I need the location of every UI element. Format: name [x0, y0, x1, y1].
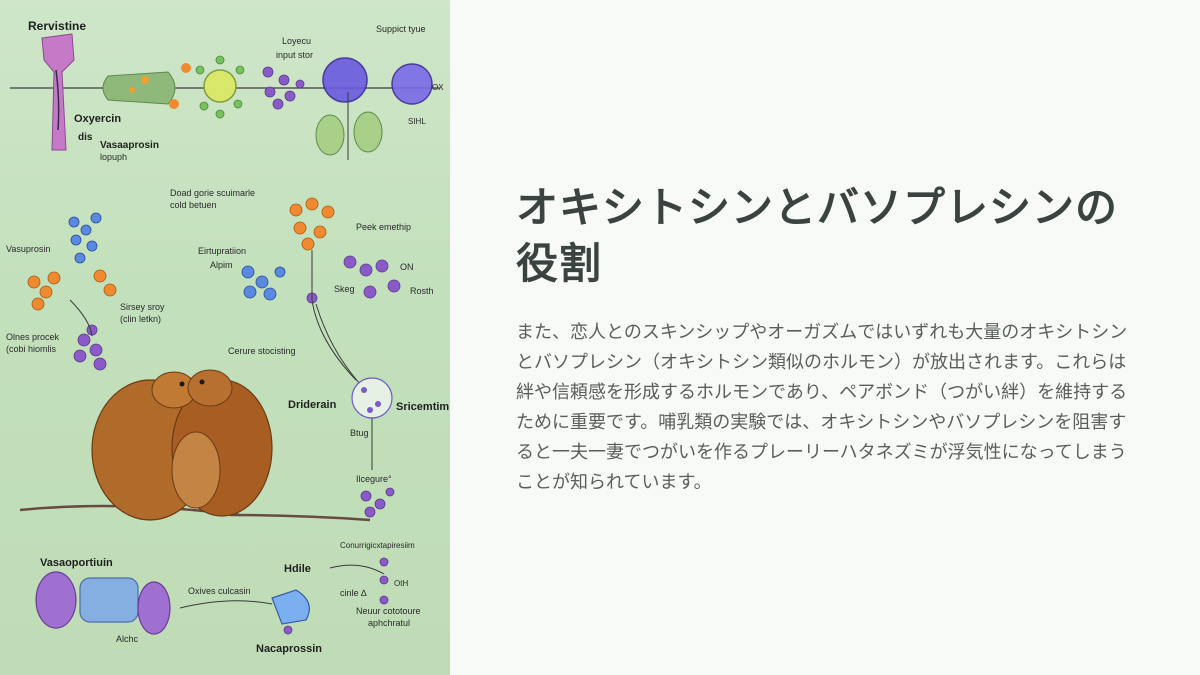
- label-neuur: Neuur cototoure: [356, 606, 421, 616]
- purple-cluster-low: [360, 487, 395, 518]
- label-sricemtim: Sricemtim: [396, 401, 449, 413]
- blue-vesicle: [271, 589, 310, 625]
- label-vasuprosin: Vasuprosin: [6, 244, 50, 254]
- purple-dots-bottom: [283, 557, 389, 635]
- label-btug: Btug: [350, 428, 369, 438]
- label-cobi: (cobi hiomlis: [6, 344, 57, 354]
- label-input-stor: input stor: [276, 50, 313, 60]
- purple-cell-bottom: [137, 581, 171, 635]
- label-doad: Doad gorie scuimarle: [170, 188, 255, 198]
- label-nacaprossin: Nacaprossin: [256, 643, 322, 655]
- green-molecules: [195, 55, 245, 119]
- purple-cell-bottom: [35, 571, 77, 629]
- label-vasaoportiuin: Vasaoportiuin: [40, 557, 113, 569]
- label-olnes: Olnes procek: [6, 332, 60, 342]
- orange-molecule: [181, 63, 191, 73]
- slide-body-text: また、恋人とのスキンシップやオーガズムではいずれも大量のオキシトシンとバソプレシ…: [516, 322, 1128, 493]
- label-eirtupratiion: Eirtupratiion: [198, 246, 246, 256]
- receptor-cell-2: [391, 63, 433, 105]
- label-cerure: Cerure stocisting: [228, 346, 296, 356]
- molecule: [141, 76, 149, 84]
- purple-cluster-center: [306, 255, 401, 304]
- label-rervistine: Rervistine: [28, 19, 86, 33]
- label-ilcegure: Ilcegure°: [356, 474, 392, 484]
- orange-cluster-left: [27, 269, 117, 311]
- label-suppict: Suppict tyue: [376, 24, 426, 34]
- label-skeg: Skeg: [334, 284, 355, 294]
- neuro-diagram: Rervistine Loyecu input stor Suppict tyu…: [6, 19, 449, 655]
- connector: [311, 250, 357, 381]
- label-on: ON: [400, 262, 414, 272]
- label-oxyercin: Oxyercin: [74, 113, 121, 125]
- label-rosth: Rosth: [410, 286, 434, 296]
- label-sihl: SIHL: [408, 117, 426, 126]
- leaf-vesicle: [353, 111, 383, 153]
- green-vesicle: [102, 71, 176, 105]
- connector: [179, 600, 273, 609]
- label-oxives: Oxives culcasin: [188, 586, 251, 596]
- purple-cluster-left: [73, 324, 107, 371]
- label-cold-betuen: cold betuen: [170, 200, 217, 210]
- label-hdile: Hdile: [284, 563, 311, 575]
- receptor-cell-1: [322, 57, 368, 103]
- label-aphchratul: aphchratul: [368, 618, 410, 628]
- label-loyecu: Loyecu: [282, 36, 311, 46]
- label-vasaaprosin: Vasaaprosin: [100, 140, 159, 151]
- label-lopuph: lopuph: [100, 152, 127, 162]
- orange-molecule: [169, 99, 179, 109]
- prairie-voles: [19, 369, 371, 522]
- connector: [329, 564, 385, 575]
- label-alchc: Alchc: [116, 634, 139, 644]
- label-driderain: Driderain: [288, 399, 337, 411]
- purple-dots: [361, 387, 381, 413]
- label-sirsey: Sirsey sroy: [120, 302, 165, 312]
- connector: [69, 299, 93, 337]
- yellow-cell: [203, 69, 237, 103]
- text-panel: オキシトシンとバソプレシンの役割 また、恋人とのスキンシップやオーガズムではいず…: [450, 0, 1200, 675]
- label-peek: Peek emethip: [356, 222, 411, 232]
- blue-cluster-center: [241, 265, 286, 301]
- label-conurrig: Conurrigicxtapiresiim: [340, 541, 415, 550]
- label-oth: OtH: [394, 579, 408, 588]
- slide-title: オキシトシンとバソプレシンの役割: [516, 183, 1119, 288]
- label-clin: (clin letkn): [120, 314, 161, 324]
- blue-chain-left: [68, 212, 102, 264]
- blue-cell-bottom: [79, 577, 139, 623]
- label-dis: dis: [78, 132, 93, 143]
- purple-cluster-top: [262, 66, 305, 110]
- label-cinle: cinle ∆: [340, 588, 367, 598]
- label-ox: OX: [432, 83, 444, 92]
- label-alpim: Alpim: [210, 260, 233, 270]
- molecule: [129, 87, 135, 93]
- connector: [315, 303, 361, 385]
- scientific-illustration: Rervistine Loyecu input stor Suppict tyu…: [0, 0, 450, 675]
- neuron-fiber: [55, 69, 60, 131]
- orange-cluster-center: [289, 197, 335, 251]
- leaf-vesicle: [315, 114, 345, 156]
